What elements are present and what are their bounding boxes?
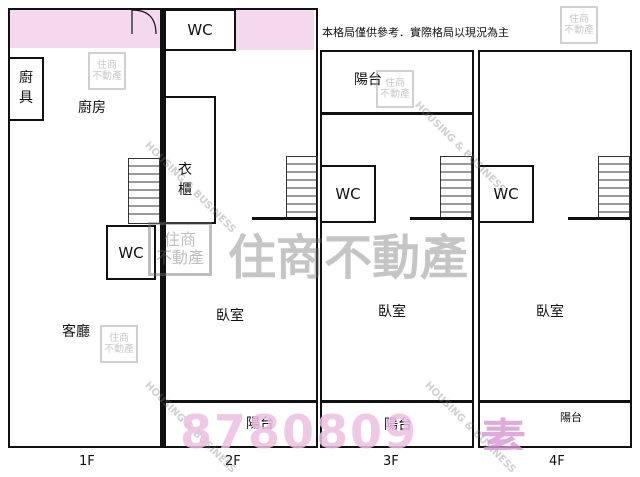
floor-1f-label: 1F <box>79 454 95 469</box>
floor-2f-balcony-wall <box>164 400 316 403</box>
room-4f-balcony-label: 陽台 <box>560 411 582 424</box>
room-2f-wardrobe-label: 衣櫃 <box>178 162 192 198</box>
room-3f-wc <box>320 165 376 223</box>
room-1f-kitchen-label: 廚房 <box>78 100 106 116</box>
room-3f-wc-label: WC <box>335 185 361 203</box>
door-arc-icon <box>131 9 157 35</box>
room-1f-kitchen-cabinet-label: 廚具 <box>19 70 33 106</box>
floor-4f-stair-wall <box>568 217 632 220</box>
room-1f-kitchen-cabinet <box>8 57 44 121</box>
room-2f-wardrobe <box>164 96 216 224</box>
stairs-3f-icon <box>440 156 472 220</box>
brand-badge-1: 住商 不動產 <box>88 52 126 90</box>
floor-4f-outline <box>478 50 632 448</box>
brand-watermark: 住商不動產 <box>228 230 469 286</box>
brand-badge-center: 住商 不動產 <box>148 222 212 276</box>
stairs-2f-icon <box>286 156 318 220</box>
stairs-4f-icon <box>598 156 630 220</box>
floor-2f-outline <box>162 8 318 448</box>
floor-3f-balcony-wall <box>320 112 474 115</box>
floor-3f-stair-wall <box>410 217 474 220</box>
room-4f-wc-label: WC <box>493 185 519 203</box>
floor-4f-label: 4F <box>549 454 565 469</box>
room-3f-balcony-label: 陽台 <box>384 417 412 433</box>
disclaimer-text: 本格局僅供參考．實際格局以現況為主 <box>322 26 509 39</box>
phone-watermark-char: 素 <box>480 414 528 450</box>
room-1f-wc-label: WC <box>118 243 144 262</box>
room-3f-bedroom-label: 臥室 <box>378 304 406 320</box>
room-2f-balcony-label: 陽台 <box>246 416 274 432</box>
floor-1f-outline <box>8 8 162 448</box>
brand-badge-3: 住商 不動產 <box>376 70 414 108</box>
room-4f-wc <box>478 165 534 223</box>
room-2f-wc-label: WC <box>187 21 213 39</box>
room-2f-wc <box>164 9 236 51</box>
phone-watermark: 8780809 <box>180 405 419 450</box>
room-1f-living-label: 客廳 <box>62 324 90 340</box>
room-4f-bedroom-label: 臥室 <box>536 304 564 320</box>
floor-4f-balcony-wall <box>480 400 630 403</box>
floor-3f-label: 3F <box>383 454 399 469</box>
floor-3f-outline <box>320 50 474 448</box>
room-3f-top-balcony-label: 陽台 <box>354 72 382 88</box>
room-2f-bedroom-label: 臥室 <box>216 308 244 324</box>
stairs-1f-icon <box>128 158 160 224</box>
floor-2f-label: 2F <box>225 454 241 469</box>
floor-1f-pink-area <box>10 10 160 48</box>
floor-3f-lower-balcony-wall <box>322 400 472 403</box>
floor-2f-stair-wall <box>252 217 318 220</box>
brand-badge-4: 住商 不動產 <box>560 6 598 44</box>
brand-badge-2: 住商 不動產 <box>100 325 138 363</box>
room-1f-wc <box>106 225 156 280</box>
phone-watermark-strip: 8780809 素 <box>0 405 640 450</box>
